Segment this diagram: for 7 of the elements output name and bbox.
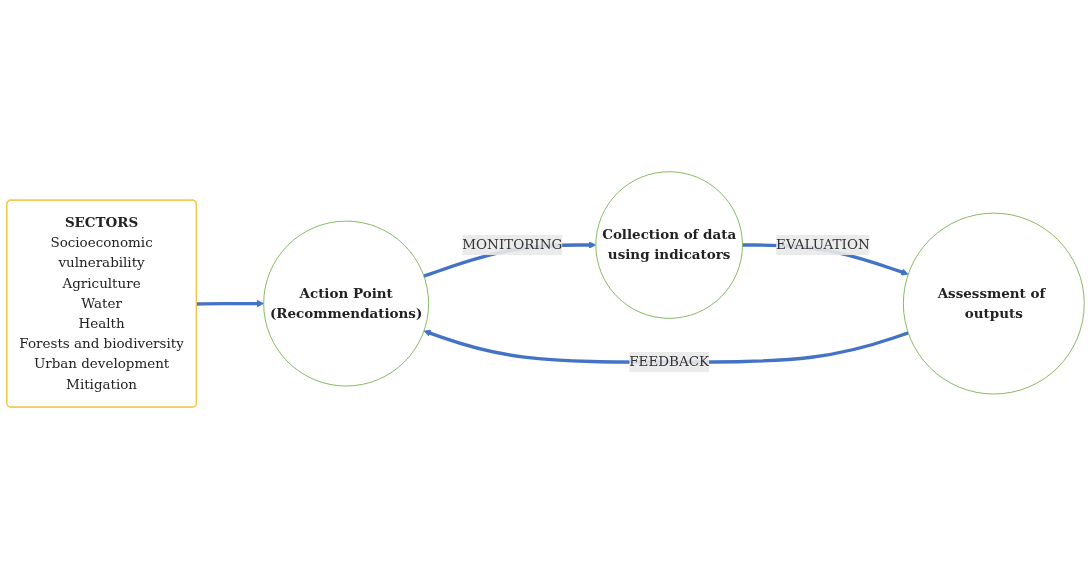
node-circle: Collection of data using indicators: [595, 171, 743, 319]
edge-label: FEEDBACK: [629, 353, 710, 370]
arrow: [196, 299, 264, 308]
node-circle: Action Point (Recommendations): [263, 220, 430, 387]
edge-label: EVALUATION: [776, 236, 870, 253]
node-circle: Assessment of outputs: [902, 212, 1085, 395]
edge-label: MONITORING: [462, 236, 563, 253]
